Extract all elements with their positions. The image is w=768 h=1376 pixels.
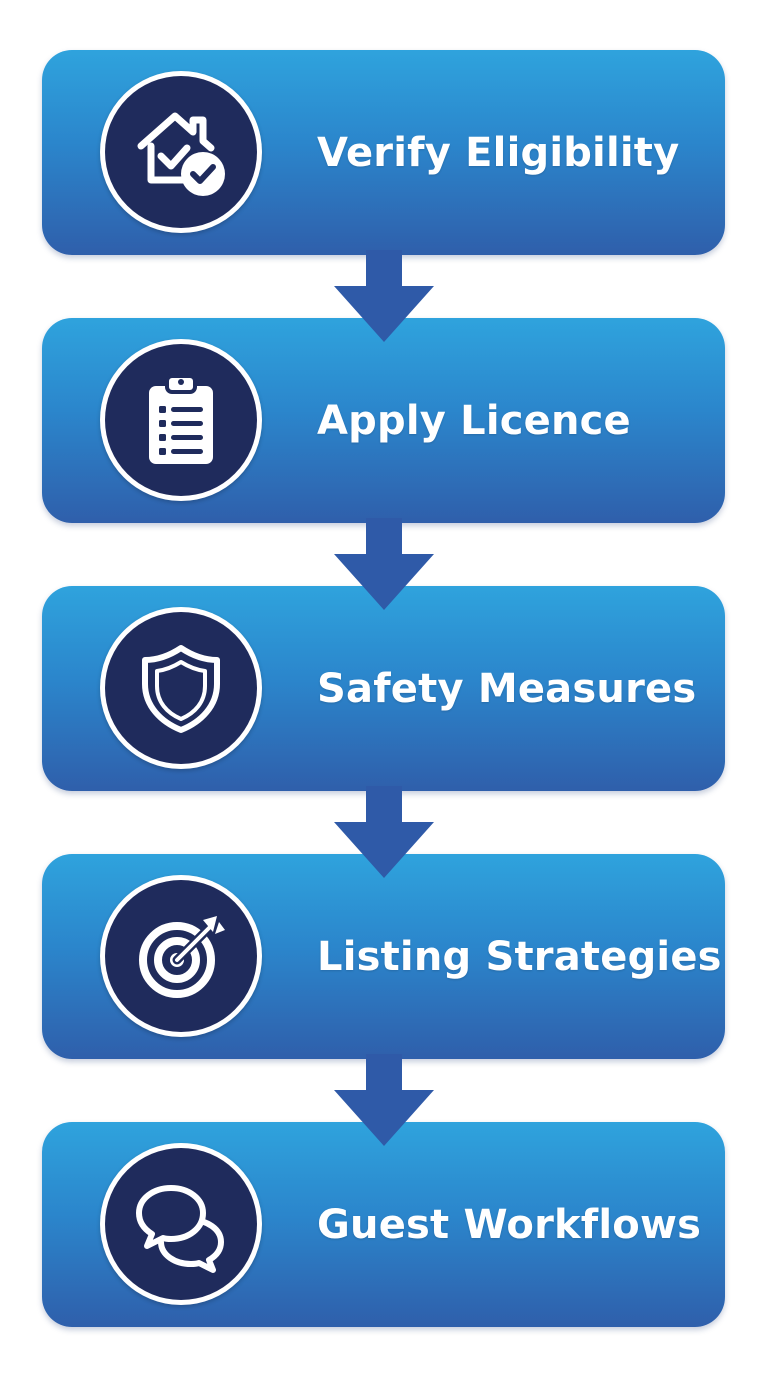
target-icon [139, 916, 225, 998]
step-apply-licence: Apply Licence [42, 318, 725, 523]
step-label: Apply Licence [317, 397, 631, 444]
step-label: Safety Measures [317, 665, 697, 712]
step-badge [100, 71, 262, 233]
step-label: Listing Strategies [317, 933, 722, 980]
step-verify-eligibility: Verify Eligibility [42, 50, 725, 255]
down-arrow-icon [334, 250, 434, 350]
step-badge [100, 875, 262, 1037]
step-guest-workflows: Guest Workflows [42, 1122, 725, 1327]
step-badge [100, 607, 262, 769]
step-badge [100, 1143, 262, 1305]
down-arrow-icon [334, 518, 434, 618]
down-arrow-icon [334, 786, 434, 886]
house-check-icon [137, 112, 225, 196]
step-label: Verify Eligibility [317, 129, 680, 176]
step-label: Guest Workflows [317, 1201, 702, 1248]
down-arrow-icon [334, 1054, 434, 1154]
chat-bubbles-icon [136, 1185, 224, 1273]
clipboard-icon [149, 374, 213, 464]
step-badge [100, 339, 262, 501]
step-listing-strategies: Listing Strategies [42, 854, 725, 1059]
shield-icon [142, 645, 220, 733]
step-safety-measures: Safety Measures [42, 586, 725, 791]
